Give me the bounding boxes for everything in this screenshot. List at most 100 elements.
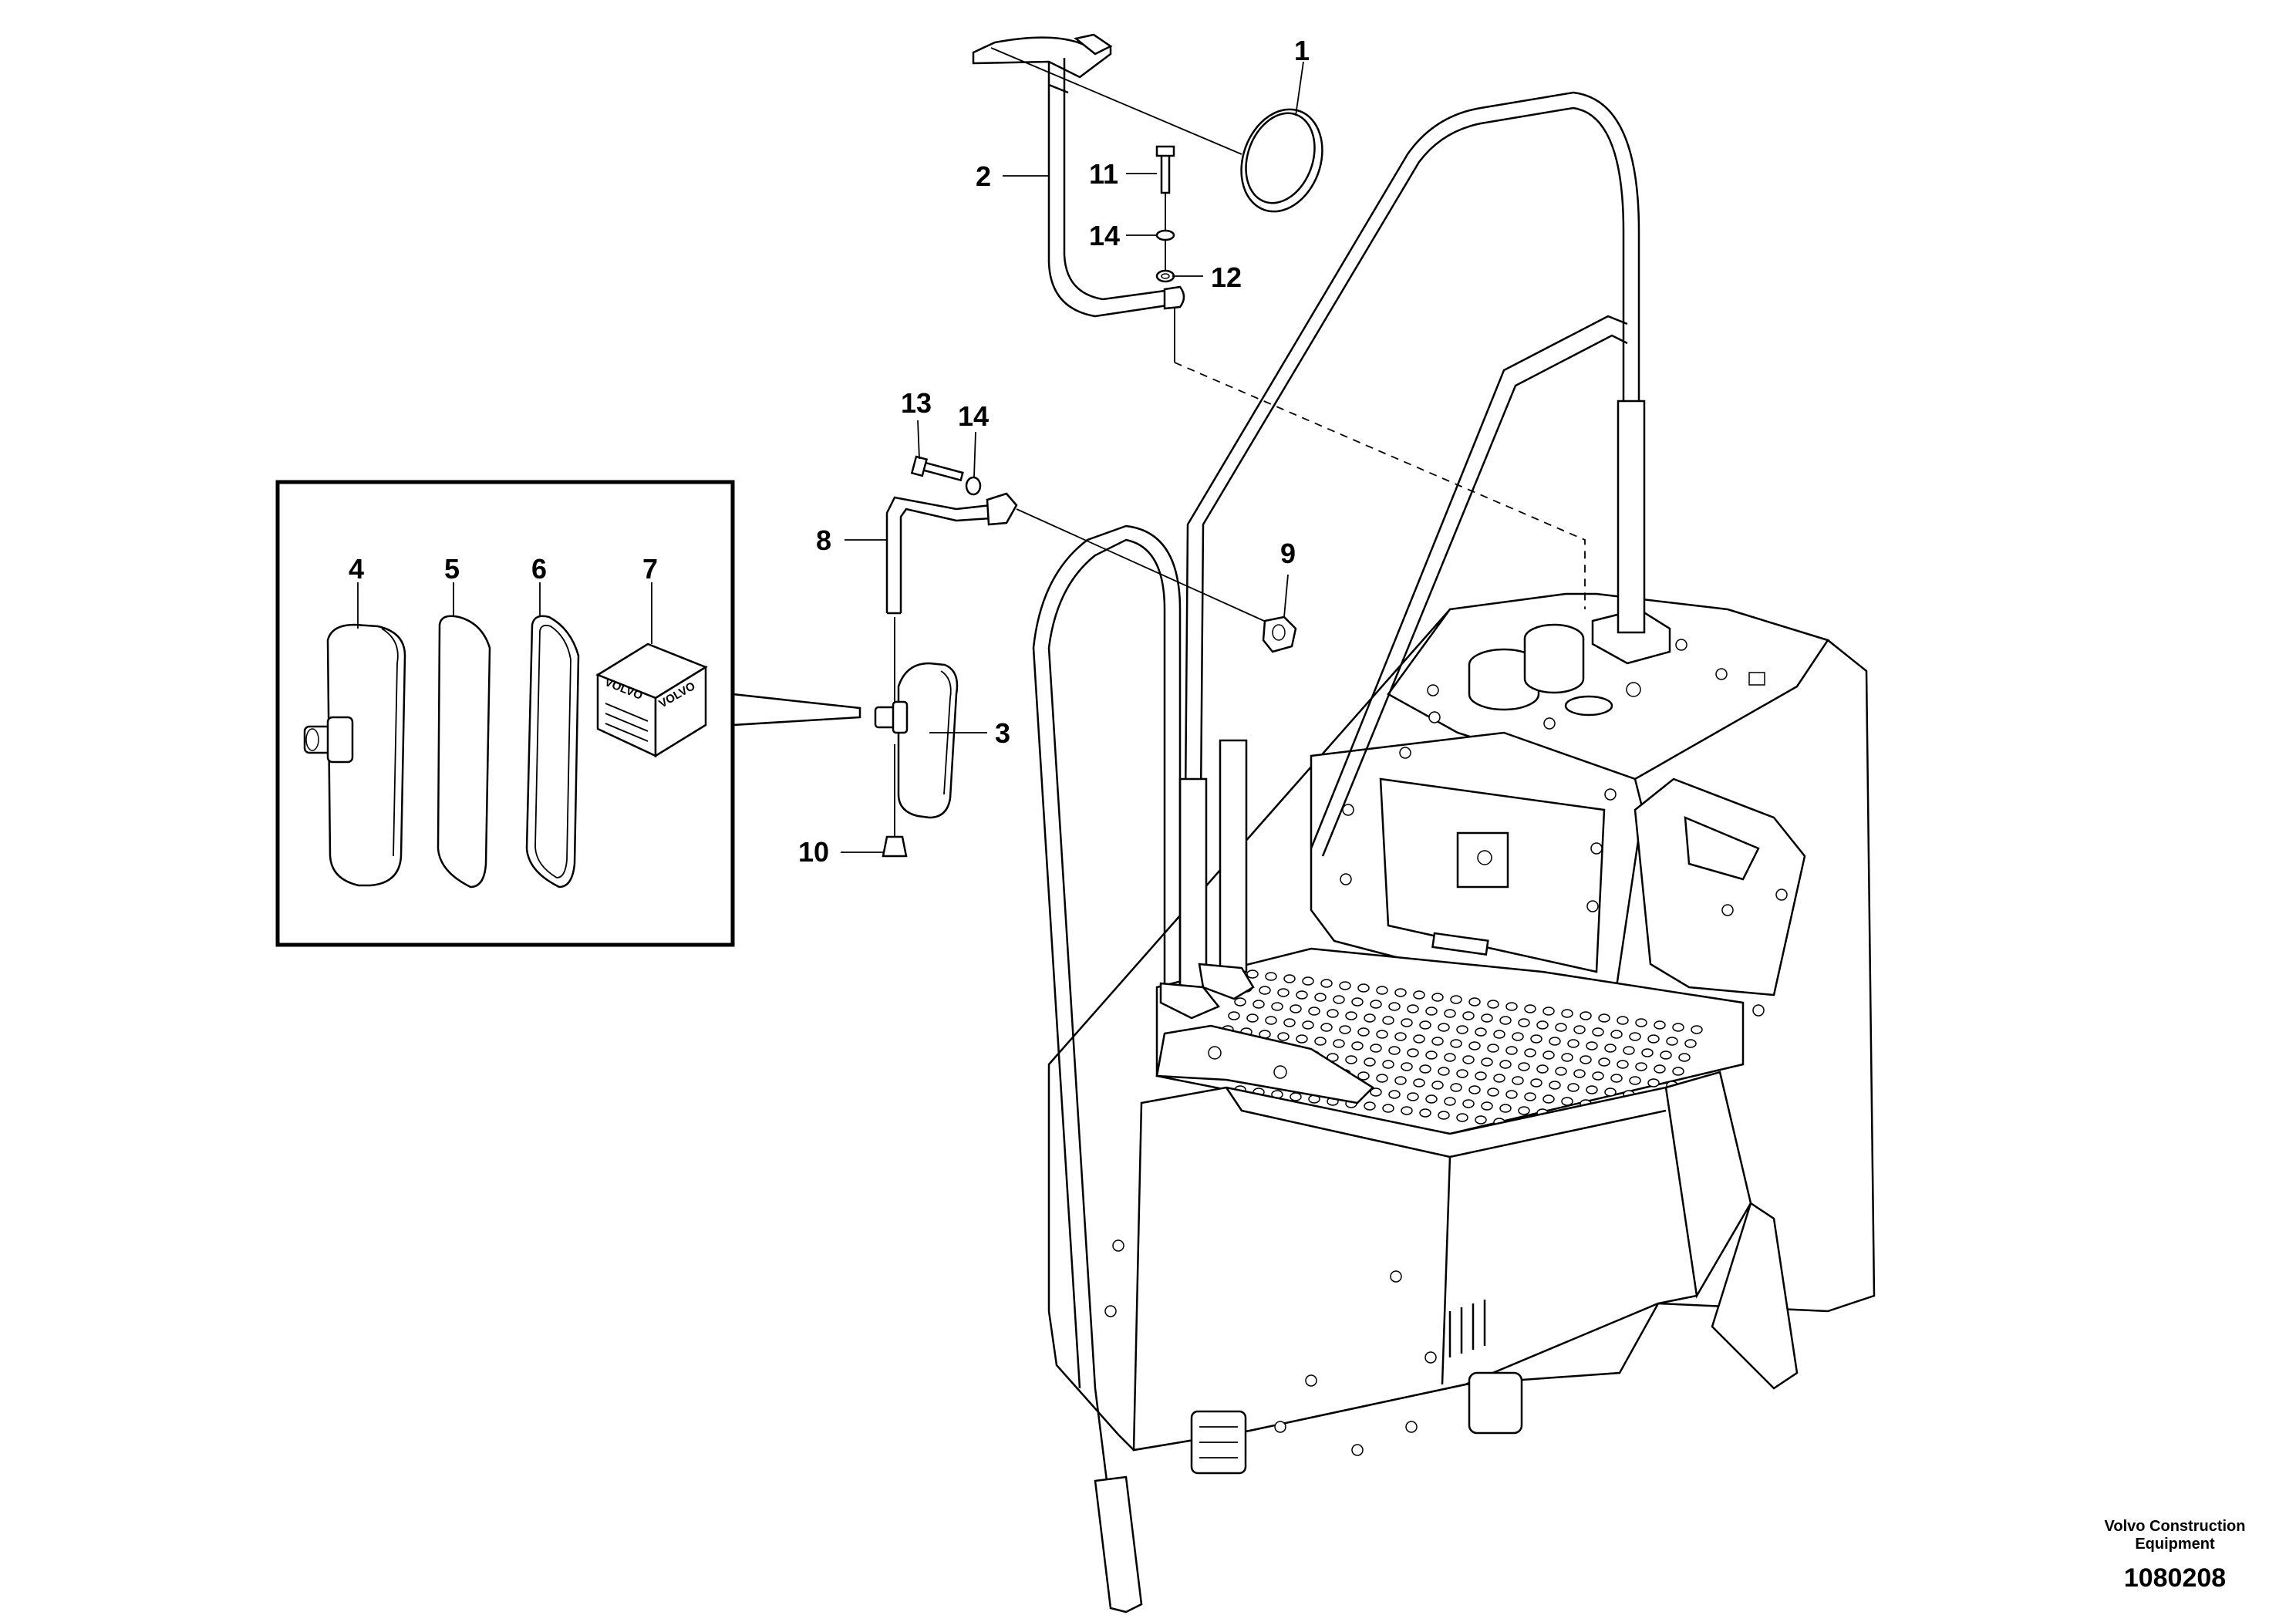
perforation-hole — [1314, 993, 1327, 1002]
perforation-hole — [1660, 1050, 1672, 1060]
perforation-hole — [1253, 1000, 1265, 1009]
perforation-hole — [1487, 1044, 1499, 1053]
perforation-hole — [1407, 1004, 1419, 1013]
callout-5: 5 — [444, 553, 460, 585]
perforation-hole — [1555, 1067, 1567, 1076]
perforation-hole — [1586, 1041, 1598, 1050]
floor-perforations — [1222, 967, 1703, 1145]
perforation-hole — [1629, 1076, 1641, 1085]
perforation-hole — [1357, 1071, 1370, 1081]
perforation-hole — [1629, 1032, 1641, 1041]
perforation-hole — [1598, 1013, 1610, 1023]
callout-8: 8 — [816, 524, 831, 556]
perforation-hole — [1290, 1004, 1302, 1013]
perforation-hole — [1586, 1085, 1598, 1094]
perforation-hole — [1308, 1007, 1320, 1016]
perforation-hole — [1382, 1060, 1394, 1069]
perforation-hole — [1376, 1030, 1388, 1039]
perforation-hole — [1407, 1048, 1419, 1057]
perforation-hole — [1413, 1034, 1425, 1044]
perforation-hole — [1394, 1032, 1407, 1041]
perforation-hole — [1462, 1011, 1475, 1020]
perforation-hole — [1456, 1069, 1468, 1078]
perforation-hole — [1654, 1020, 1666, 1030]
perforation-hole — [1499, 1104, 1512, 1113]
perforation-hole — [1351, 1041, 1364, 1050]
perforation-hole — [1475, 1027, 1487, 1037]
perforation-hole — [1401, 1062, 1413, 1071]
perforation-hole — [1672, 1067, 1684, 1076]
perforation-hole — [1438, 1023, 1450, 1032]
perforation-hole — [1370, 1000, 1382, 1009]
callout-12: 12 — [1211, 261, 1242, 293]
callout-14-upper: 14 — [1089, 220, 1120, 251]
perforation-hole — [1481, 1101, 1493, 1111]
perforation-hole — [1357, 1027, 1370, 1037]
perforation-hole — [1320, 1023, 1333, 1032]
perforation-hole — [1302, 1020, 1314, 1030]
perforation-hole — [1481, 1013, 1493, 1023]
perforation-hole — [1438, 1067, 1450, 1076]
perforation-hole — [1333, 1039, 1345, 1048]
perforation-hole — [1462, 1055, 1475, 1064]
perforation-hole — [1654, 1064, 1666, 1074]
perforation-hole — [1364, 1057, 1376, 1067]
perforation-hole — [1678, 1053, 1691, 1062]
perforation-hole — [1530, 1034, 1542, 1044]
rops-handrail — [1032, 91, 1646, 1614]
perforation-hole — [1450, 995, 1462, 1004]
callout-7: 7 — [642, 553, 658, 585]
callout-leaders — [357, 61, 1304, 853]
callout-2: 2 — [976, 160, 991, 192]
footer: Volvo Construction Equipment 1080208 — [2105, 1518, 2246, 1593]
perforation-hole — [1542, 1094, 1555, 1104]
callout-14-lower: 14 — [958, 400, 989, 432]
perforation-hole — [1401, 1018, 1413, 1027]
perforation-hole — [1234, 997, 1246, 1007]
perforation-hole — [1518, 1062, 1530, 1071]
callout-10: 10 — [798, 836, 829, 868]
callout-3: 3 — [995, 717, 1010, 749]
perforation-hole — [1283, 974, 1296, 983]
perforation-hole — [1327, 1053, 1339, 1062]
perforation-hole — [1487, 1000, 1499, 1009]
perforation-hole — [1388, 1002, 1401, 1011]
perforation-hole — [1635, 1062, 1647, 1071]
perforation-hole — [1376, 1074, 1388, 1083]
perforation-hole — [1580, 1011, 1592, 1020]
perforation-hole — [1456, 1113, 1468, 1122]
callout-labels: 1 2 3 4 5 6 7 8 9 10 11 12 13 14 14 — [349, 35, 1310, 868]
perforation-hole — [1431, 993, 1444, 1002]
perforation-hole — [1512, 1076, 1524, 1085]
perforation-hole — [1549, 1037, 1561, 1046]
perforation-hole — [1592, 1071, 1604, 1081]
perforation-hole — [1394, 988, 1407, 997]
perforation-hole — [1518, 1106, 1530, 1115]
perforation-hole — [1610, 1030, 1623, 1039]
callout-6: 6 — [531, 553, 547, 585]
perforation-hole — [1425, 1050, 1438, 1060]
perforation-hole — [1302, 976, 1314, 986]
perforation-hole — [1512, 1032, 1524, 1041]
perforation-hole — [1573, 1025, 1586, 1034]
perforation-hole — [1290, 1092, 1302, 1101]
perforation-hole — [1493, 1074, 1505, 1083]
perforation-hole — [1499, 1016, 1512, 1025]
perforation-hole — [1468, 1041, 1481, 1050]
perforation-hole — [1524, 1048, 1536, 1057]
perforation-hole — [1524, 1004, 1536, 1013]
perforation-hole — [1567, 1083, 1580, 1092]
perforation-hole — [1604, 1044, 1617, 1053]
perforation-hole — [1246, 1013, 1259, 1023]
perforation-hole — [1388, 1046, 1401, 1055]
perforation-hole — [1462, 1099, 1475, 1108]
perforation-hole — [1228, 1011, 1240, 1020]
document-number: 1080208 — [2124, 1563, 2226, 1593]
perforation-hole — [1394, 1076, 1407, 1085]
perforation-hole — [1493, 1030, 1505, 1039]
perforation-hole — [1357, 983, 1370, 993]
perforation-hole — [1487, 1088, 1499, 1097]
perforation-hole — [1598, 1057, 1610, 1067]
perforation-hole — [1505, 1090, 1518, 1099]
perforation-hole — [1567, 1039, 1580, 1048]
